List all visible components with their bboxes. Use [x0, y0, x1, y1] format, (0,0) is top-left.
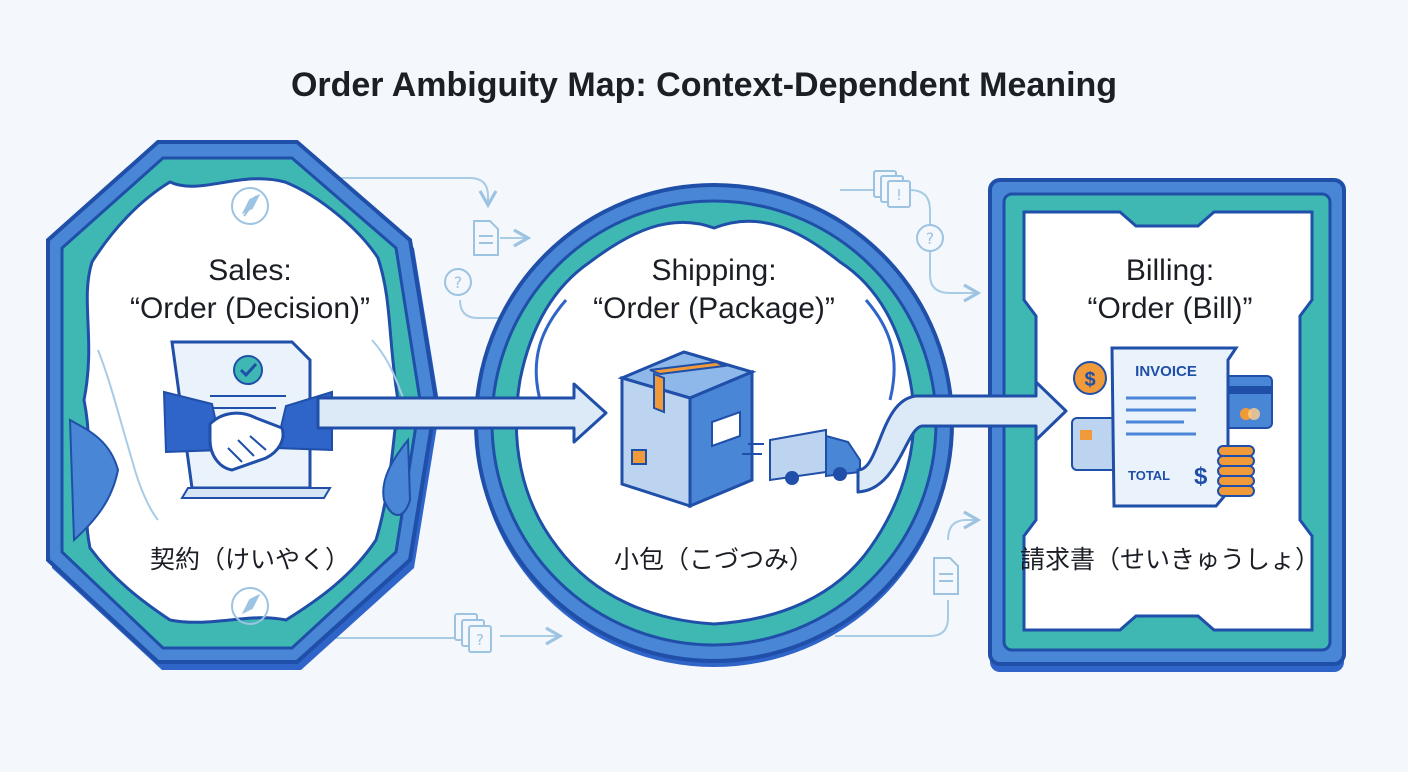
diagram-title: Order Ambiguity Map: Context-Dependent M… — [290, 66, 1118, 104]
svg-text:?: ? — [454, 273, 463, 292]
billing-term: “Order (Bill)” — [1087, 292, 1253, 325]
billing-label: Billing: “Order (Bill)” — [1030, 252, 1310, 328]
flow-arrow-sales-to-shipping — [316, 382, 608, 444]
invoice-payment-icon: INVOICE TOTAL $ $ — [1071, 346, 1273, 508]
invoice-title: INVOICE — [1135, 363, 1197, 380]
compass-icon — [231, 187, 269, 225]
shipping-label: Shipping: “Order (Package)” — [574, 252, 854, 328]
coin-dollar: $ — [1084, 369, 1095, 391]
coin-stack-icon — [1217, 445, 1255, 497]
shipping-term: “Order (Package)” — [593, 292, 835, 325]
sales-label: Sales: “Order (Decision)” — [112, 252, 388, 328]
background-connectors — [330, 177, 982, 646]
sales-term: “Order (Decision)” — [129, 292, 371, 325]
svg-text:!: ! — [896, 186, 902, 204]
package-delivery-truck-icon — [617, 350, 861, 509]
warning-docs-icon: ! — [873, 170, 911, 208]
svg-text:?: ? — [926, 229, 935, 248]
billing-japanese: 請求書（せいきゅうしょ） — [1019, 545, 1320, 574]
svg-text:?: ? — [476, 631, 484, 649]
question-icon: ? — [444, 268, 472, 296]
document-icon — [473, 220, 499, 256]
invoice-dollar: $ — [1194, 463, 1208, 490]
flow-arrow-shipping-to-billing — [856, 380, 1068, 494]
sales-heading: Sales: — [208, 254, 292, 287]
handshake-contract-icon — [162, 340, 333, 499]
sales-japanese: 契約（けいやく） — [149, 545, 350, 574]
compass-icon — [231, 587, 269, 625]
shipping-heading: Shipping: — [651, 254, 777, 287]
invoice-total-label: TOTAL — [1128, 468, 1170, 483]
billing-heading: Billing: — [1125, 254, 1215, 287]
document-icon — [933, 557, 959, 595]
question-icon: ? — [916, 224, 944, 252]
question-docs-icon: ? — [454, 613, 492, 653]
shipping-japanese: 小包（こづつみ） — [613, 545, 814, 574]
